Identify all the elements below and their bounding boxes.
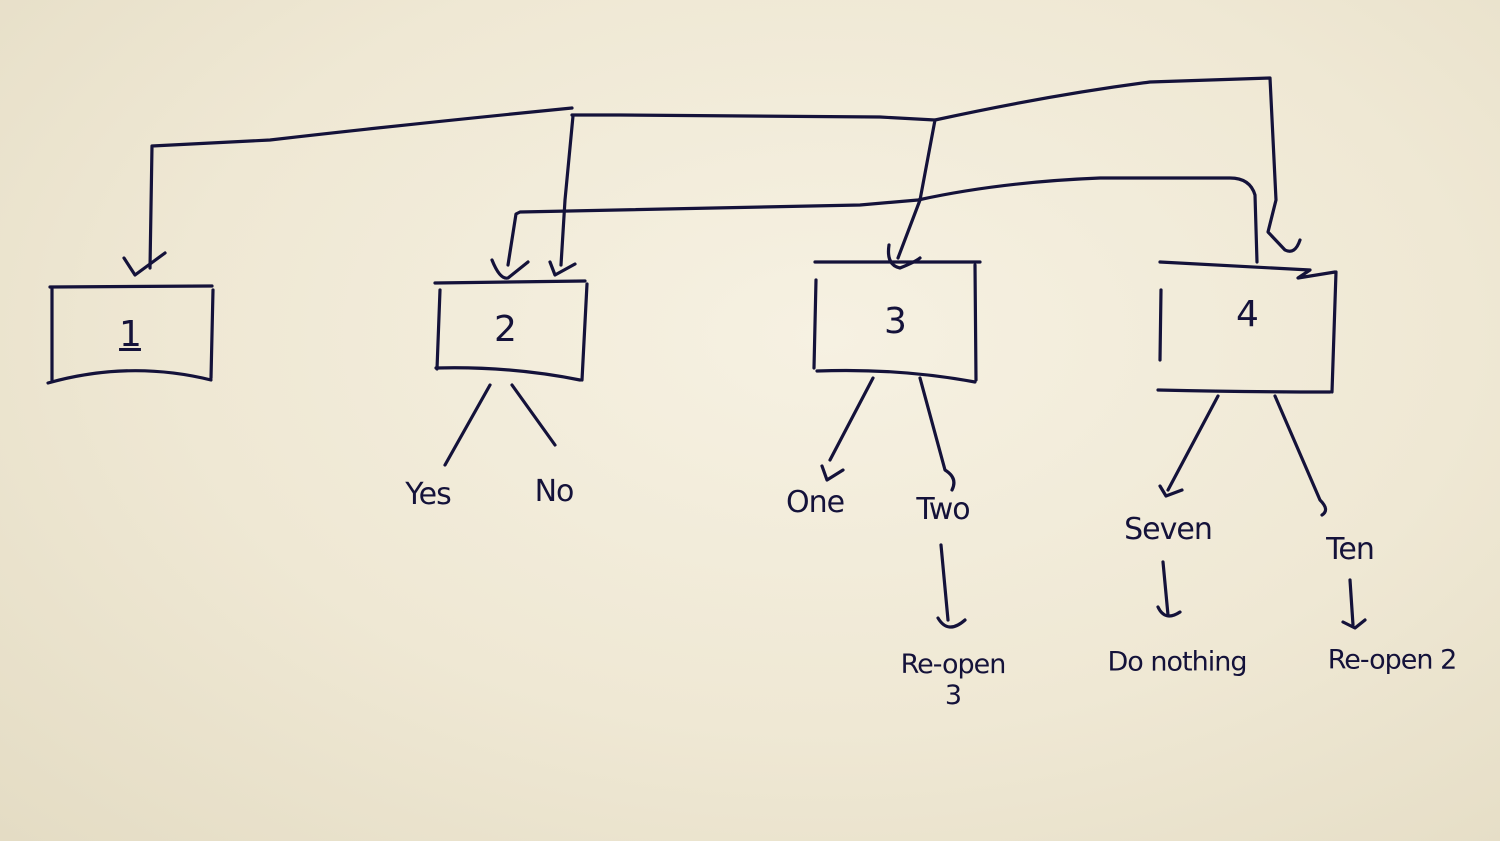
branch-box-2-yes (443, 383, 492, 467)
branch-box-4-seven (1166, 394, 1220, 492)
arrow-ten-to-outcome (1348, 578, 1355, 627)
box-4-label: 4 (1236, 294, 1259, 335)
branch-label-no: No (534, 474, 575, 509)
connector-to-box-4 (933, 76, 1302, 253)
branch-label-ten: Ten (1326, 532, 1375, 567)
branch-label-one: One (785, 485, 845, 520)
outcome-do-nothing: Do nothing (1107, 646, 1248, 678)
branch-label-two: Two (916, 492, 970, 527)
arrowhead-box-3 (886, 243, 922, 270)
arrowhead-box-1 (122, 251, 167, 277)
branch-box-2-no (510, 383, 557, 447)
branch-box-3-one (828, 376, 875, 462)
branch-box-3-two (918, 376, 956, 492)
box-1-label: 1 (119, 314, 142, 355)
box-2-label: 2 (494, 309, 517, 350)
branch-label-yes: Yes (405, 477, 451, 512)
box-2-outline (433, 279, 589, 382)
box-1-outline (46, 284, 215, 385)
connector-bus-to-box-1 (148, 106, 574, 270)
arrowhead-ten-outcome (1341, 618, 1367, 630)
box-3-outline (812, 260, 982, 384)
arrowhead-box-2-left (490, 258, 530, 280)
box-3-label: 3 (884, 301, 907, 342)
arrowhead-seven-outcome (1156, 605, 1182, 618)
outcome-reopen-3-line2: 3 (944, 680, 962, 711)
arrowhead-one (820, 464, 845, 482)
arrowhead-two-outcome (936, 616, 967, 629)
arrowhead-box-2-right (548, 260, 577, 277)
arrow-two-to-outcome (939, 543, 950, 622)
connector-bus-to-box-2 (570, 113, 937, 260)
outcome-reopen-2: Re-open 2 (1327, 644, 1458, 676)
branch-box-4-ten (1273, 394, 1328, 517)
branch-label-seven: Seven (1124, 512, 1213, 547)
outcome-reopen-3: Re-open 3 (900, 648, 1007, 711)
arrowhead-seven (1158, 484, 1184, 498)
connector-box-4-to-box-2 (506, 176, 1259, 267)
box-4-outline (1156, 260, 1338, 394)
arrow-seven-to-outcome (1161, 560, 1170, 617)
connector-bus-down-2 (559, 114, 575, 267)
outcome-reopen-3-line1: Re-open (900, 648, 1007, 680)
